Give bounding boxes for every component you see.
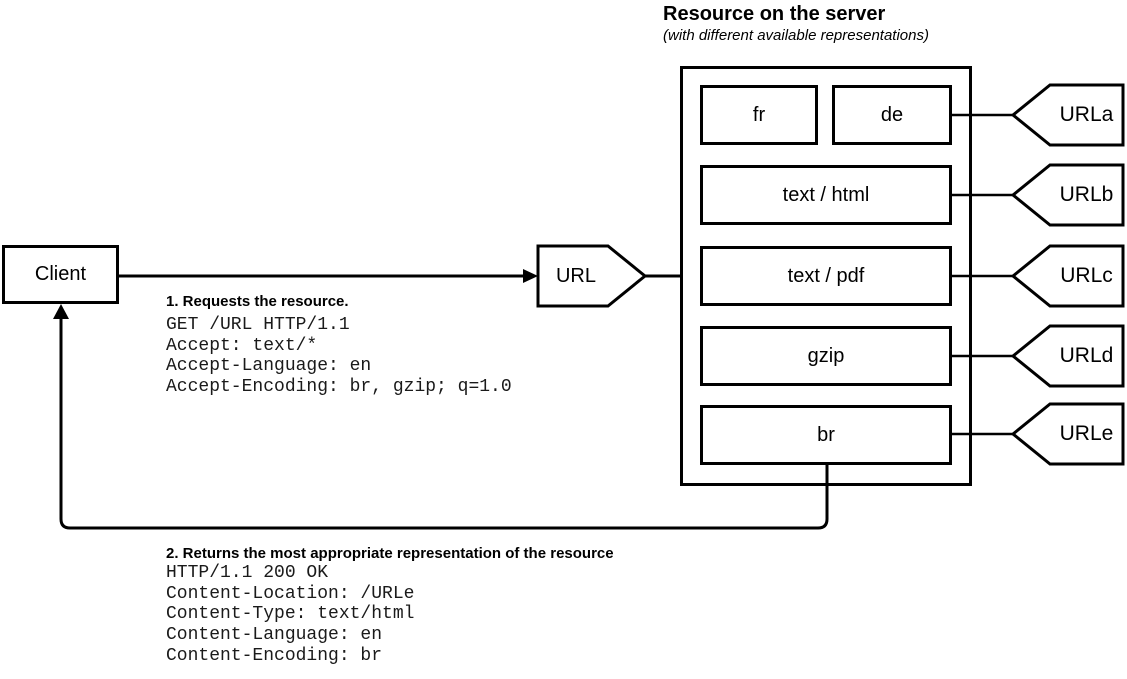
request-headers-text: GET /URL HTTP/1.1 Accept: text/* Accept-… (166, 315, 512, 398)
url-tag-shape (536, 244, 648, 308)
representation-label: de (880, 103, 904, 126)
urle-label: URLe (1059, 422, 1114, 445)
urla-tag-shape (1010, 83, 1125, 147)
representation-label: br (817, 423, 835, 446)
urlb-tag-shape (1010, 163, 1125, 227)
urle-tag-shape (1010, 402, 1125, 466)
client-box: Client (2, 245, 119, 304)
response-return-line (59, 317, 829, 530)
urld-label: URLd (1059, 344, 1114, 367)
request-arrowhead-icon (523, 269, 538, 283)
representation-box-de: de (832, 85, 952, 145)
urlb-label: URLb (1059, 183, 1114, 206)
representation-box-fr: fr (700, 85, 818, 145)
urla-label: URLa (1059, 103, 1114, 126)
representation-label: text / pdf (787, 264, 865, 287)
server-title: Resource on the server (663, 3, 886, 25)
request-step-label: 1. Requests the resource. (166, 293, 349, 310)
response-headers-text: HTTP/1.1 200 OK Content-Location: /URLe … (166, 563, 415, 666)
representation-box-br: br (700, 405, 952, 465)
representation-label: gzip (807, 344, 845, 367)
representation-label: fr (752, 103, 766, 126)
urld-tag-shape (1010, 324, 1125, 388)
urlc-tag-shape (1010, 244, 1125, 308)
representation-label: text / html (782, 183, 870, 206)
representation-box-text-pdf: text / pdf (700, 246, 952, 306)
url-tag-label: URL (555, 264, 596, 287)
server-subtitle: (with different available representation… (663, 27, 929, 44)
representation-box-text-html: text / html (700, 165, 952, 225)
server-resource-box (680, 66, 972, 486)
urlc-label: URLc (1060, 264, 1113, 287)
response-step-label: 2. Returns the most appropriate represen… (166, 545, 614, 562)
response-arrowhead-icon (53, 304, 69, 319)
representation-box-gzip: gzip (700, 326, 952, 386)
client-label: Client (34, 263, 87, 285)
